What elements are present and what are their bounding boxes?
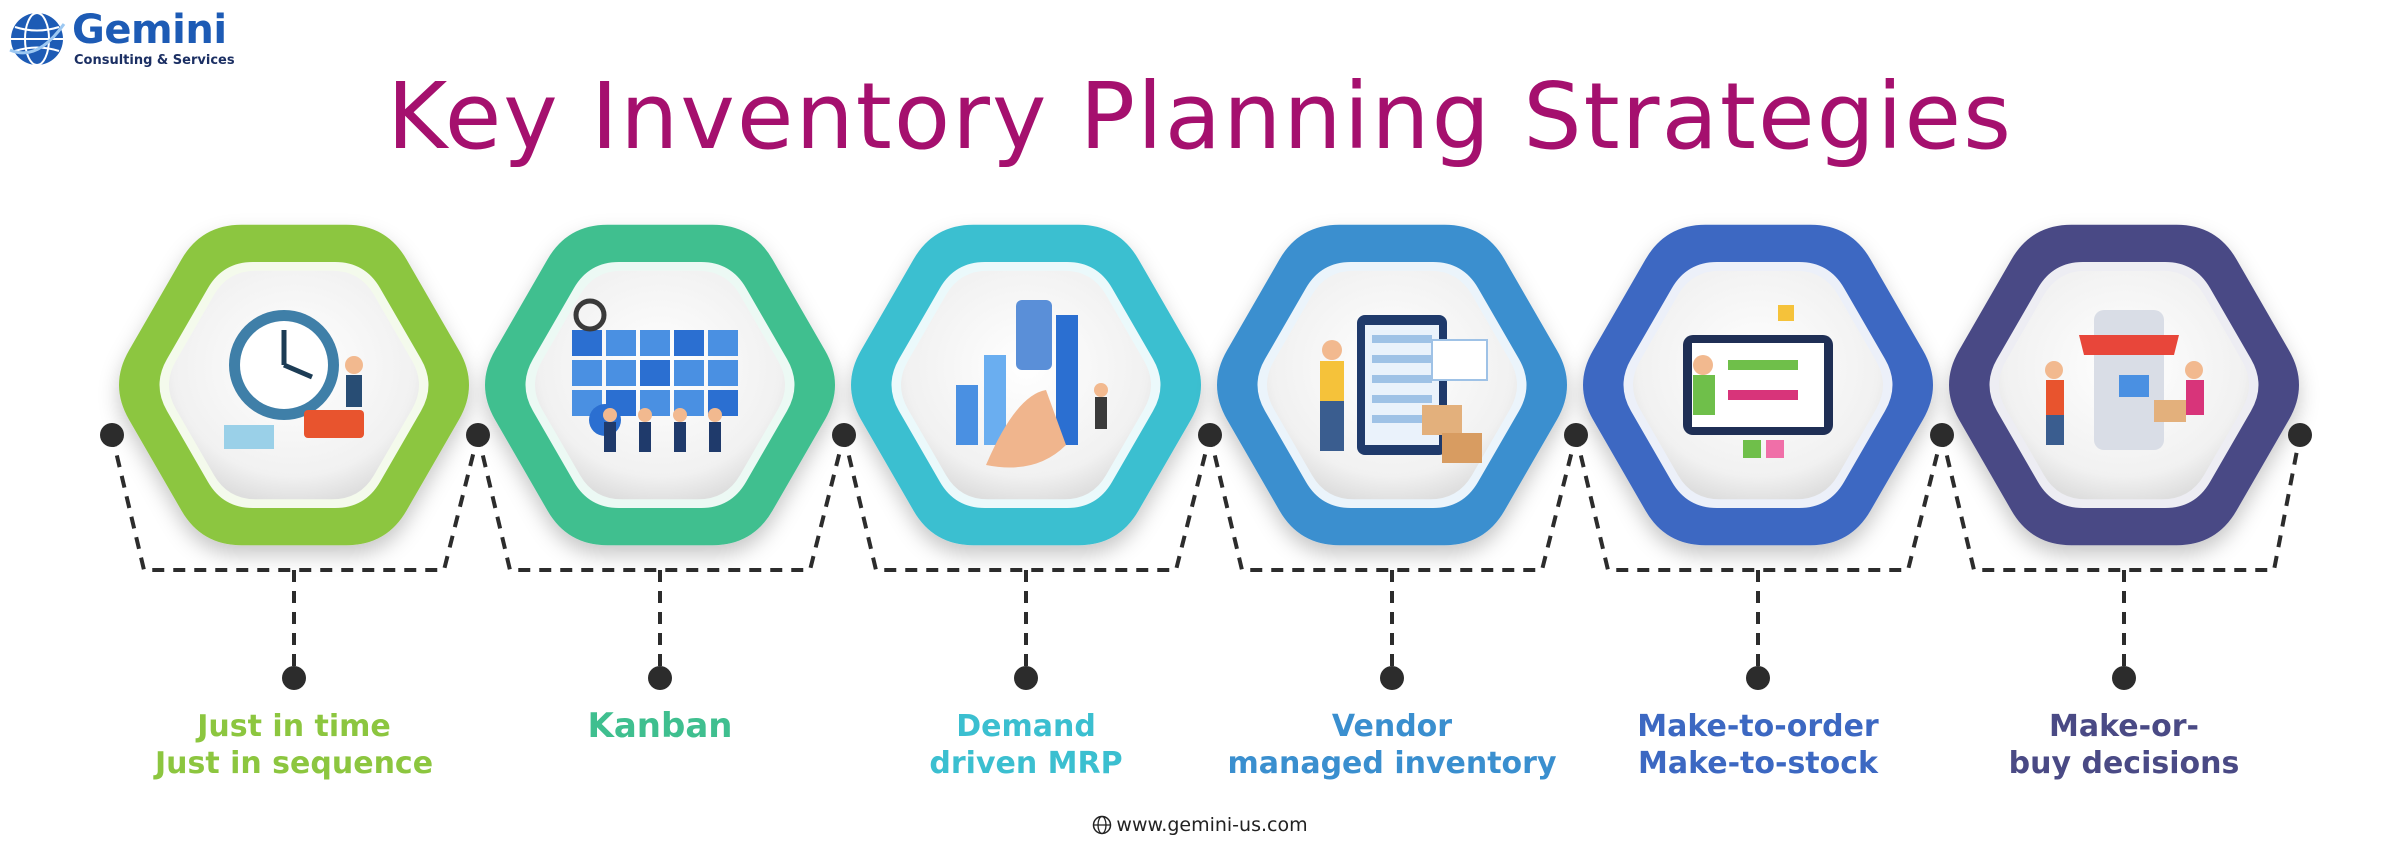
junction-dot [1564, 423, 1588, 447]
junction-dot [1198, 423, 1222, 447]
globe-logo-icon [9, 12, 66, 66]
connector-path [476, 434, 846, 572]
strategy-label-line: Make-to-stock [1638, 746, 1878, 781]
strategy-label-line: Kanban [587, 706, 733, 746]
strategy-label-line: Make-or- [2049, 709, 2199, 744]
strategy-label-line: Just in sequence [154, 746, 434, 781]
warehouse-worker-illustration [1320, 315, 1488, 463]
mobile-store-illustration [2045, 310, 2204, 450]
connector-path [1940, 434, 2302, 572]
connector-path [1574, 434, 1944, 572]
strategy-label: Kanban [460, 708, 860, 745]
strategy-label-line: Make-to-order [1637, 709, 1879, 744]
strategy-label-line: managed inventory [1227, 746, 1557, 781]
junction-dot [832, 423, 856, 447]
strategy-hexagon [1583, 224, 1933, 546]
online-shop-tablet-illustration [1683, 305, 1833, 458]
stem-dot [1380, 666, 1404, 690]
junction-dot [1930, 423, 1954, 447]
stem-dot [1746, 666, 1770, 690]
logo-tagline: Consulting & Services [74, 53, 235, 68]
company-logo: Gemini Consulting & Services [8, 8, 238, 70]
footer-url: www.gemini-us.com [1116, 814, 1308, 836]
junction-dot [100, 423, 124, 447]
junction-dot [2288, 423, 2312, 447]
touchscreen-chart-illustration [956, 300, 1108, 468]
footer-website[interactable]: www.gemini-us.com [0, 814, 2400, 836]
connector-path [842, 434, 1212, 572]
strategy-hexagon [1949, 224, 2299, 546]
page-title: Key Inventory Planning Strategies [386, 63, 2014, 170]
strategy-label-line: Demand [956, 709, 1096, 744]
stem-dot [1014, 666, 1038, 690]
strategy-hexagon [851, 224, 1201, 546]
stem-dot [648, 666, 672, 690]
strategy-label-line: driven MRP [929, 746, 1123, 781]
strategy-label-line: Just in time [197, 709, 391, 744]
strategy-hexagon [485, 224, 835, 546]
connector-path [1208, 434, 1578, 572]
globe-icon [1093, 815, 1112, 835]
strategy-label-line: Vendor [1331, 709, 1453, 744]
connector-path [110, 434, 480, 572]
strategy-label-line: buy decisions [2008, 746, 2240, 781]
stem-dot [2112, 666, 2136, 690]
kanban-board-illustration [572, 298, 738, 452]
clock-team-illustration [224, 310, 364, 449]
strategy-label: Make-or-buy decisions [1924, 708, 2324, 782]
strategy-hexagon [119, 224, 469, 546]
stem-dot [282, 666, 306, 690]
strategy-hexagon [1217, 224, 1567, 546]
junction-dot [466, 423, 490, 447]
logo-brand-name: Gemini [72, 7, 227, 53]
